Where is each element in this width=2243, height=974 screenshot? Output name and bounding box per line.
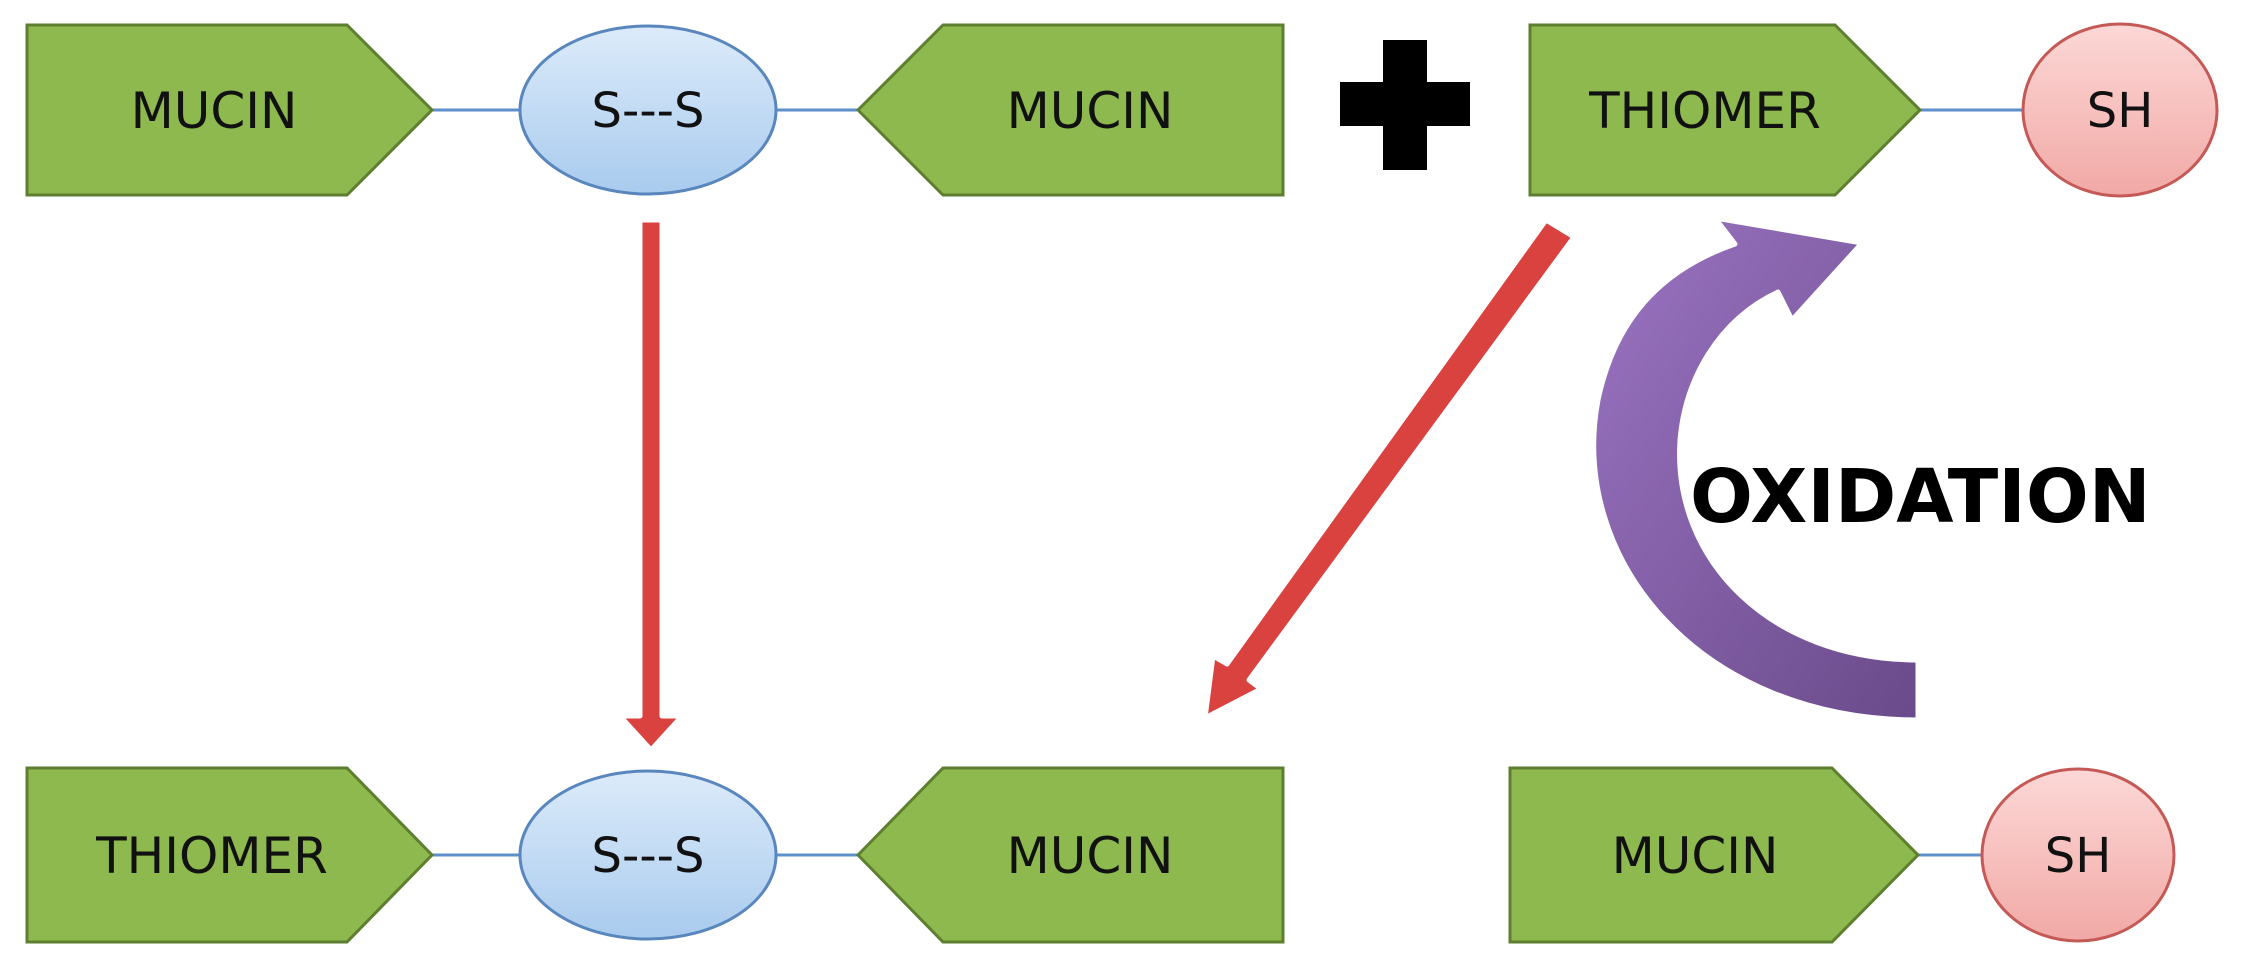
mucin-box-top-right: MUCIN <box>855 23 1285 197</box>
box-label: MUCIN <box>1007 82 1174 140</box>
mucin-box-bottom: MUCIN <box>1508 766 1921 944</box>
diagonal-arrow-icon <box>1202 217 1577 721</box>
thiomer-box-bottom-left: THIOMER <box>25 766 435 944</box>
disulfide-bond-top: S---S <box>518 24 778 196</box>
box-label: THIOMER <box>95 827 328 885</box>
bond-label: S---S <box>592 83 705 139</box>
down-arrow-icon <box>617 217 685 753</box>
box-label: MUCIN <box>131 82 298 140</box>
box-label: THIOMER <box>1588 82 1821 140</box>
bond-label: S---S <box>592 828 705 884</box>
thiol-group-top: SH <box>2021 22 2219 198</box>
oxidation-label: OXIDATION <box>1690 454 2151 540</box>
plus-icon <box>1340 40 1470 170</box>
thiol-label: SH <box>2045 828 2112 884</box>
thiomer-box-top: THIOMER <box>1528 23 1923 197</box>
disulfide-bond-bottom: S---S <box>518 769 778 941</box>
mucin-box-bottom-right: MUCIN <box>855 766 1285 944</box>
thiol-label: SH <box>2087 83 2154 139</box>
box-label: MUCIN <box>1007 827 1174 885</box>
mucin-box-top-left: MUCIN <box>25 23 435 197</box>
curved-arrow-icon <box>1591 215 1921 723</box>
box-label: MUCIN <box>1612 827 1779 885</box>
thiol-group-bottom: SH <box>1980 767 2176 943</box>
bottom-row: THIOMER S---S MUCIN MUCIN SH <box>25 766 2176 944</box>
top-row: MUCIN S---S MUCIN THIOMER SH <box>25 22 2219 198</box>
